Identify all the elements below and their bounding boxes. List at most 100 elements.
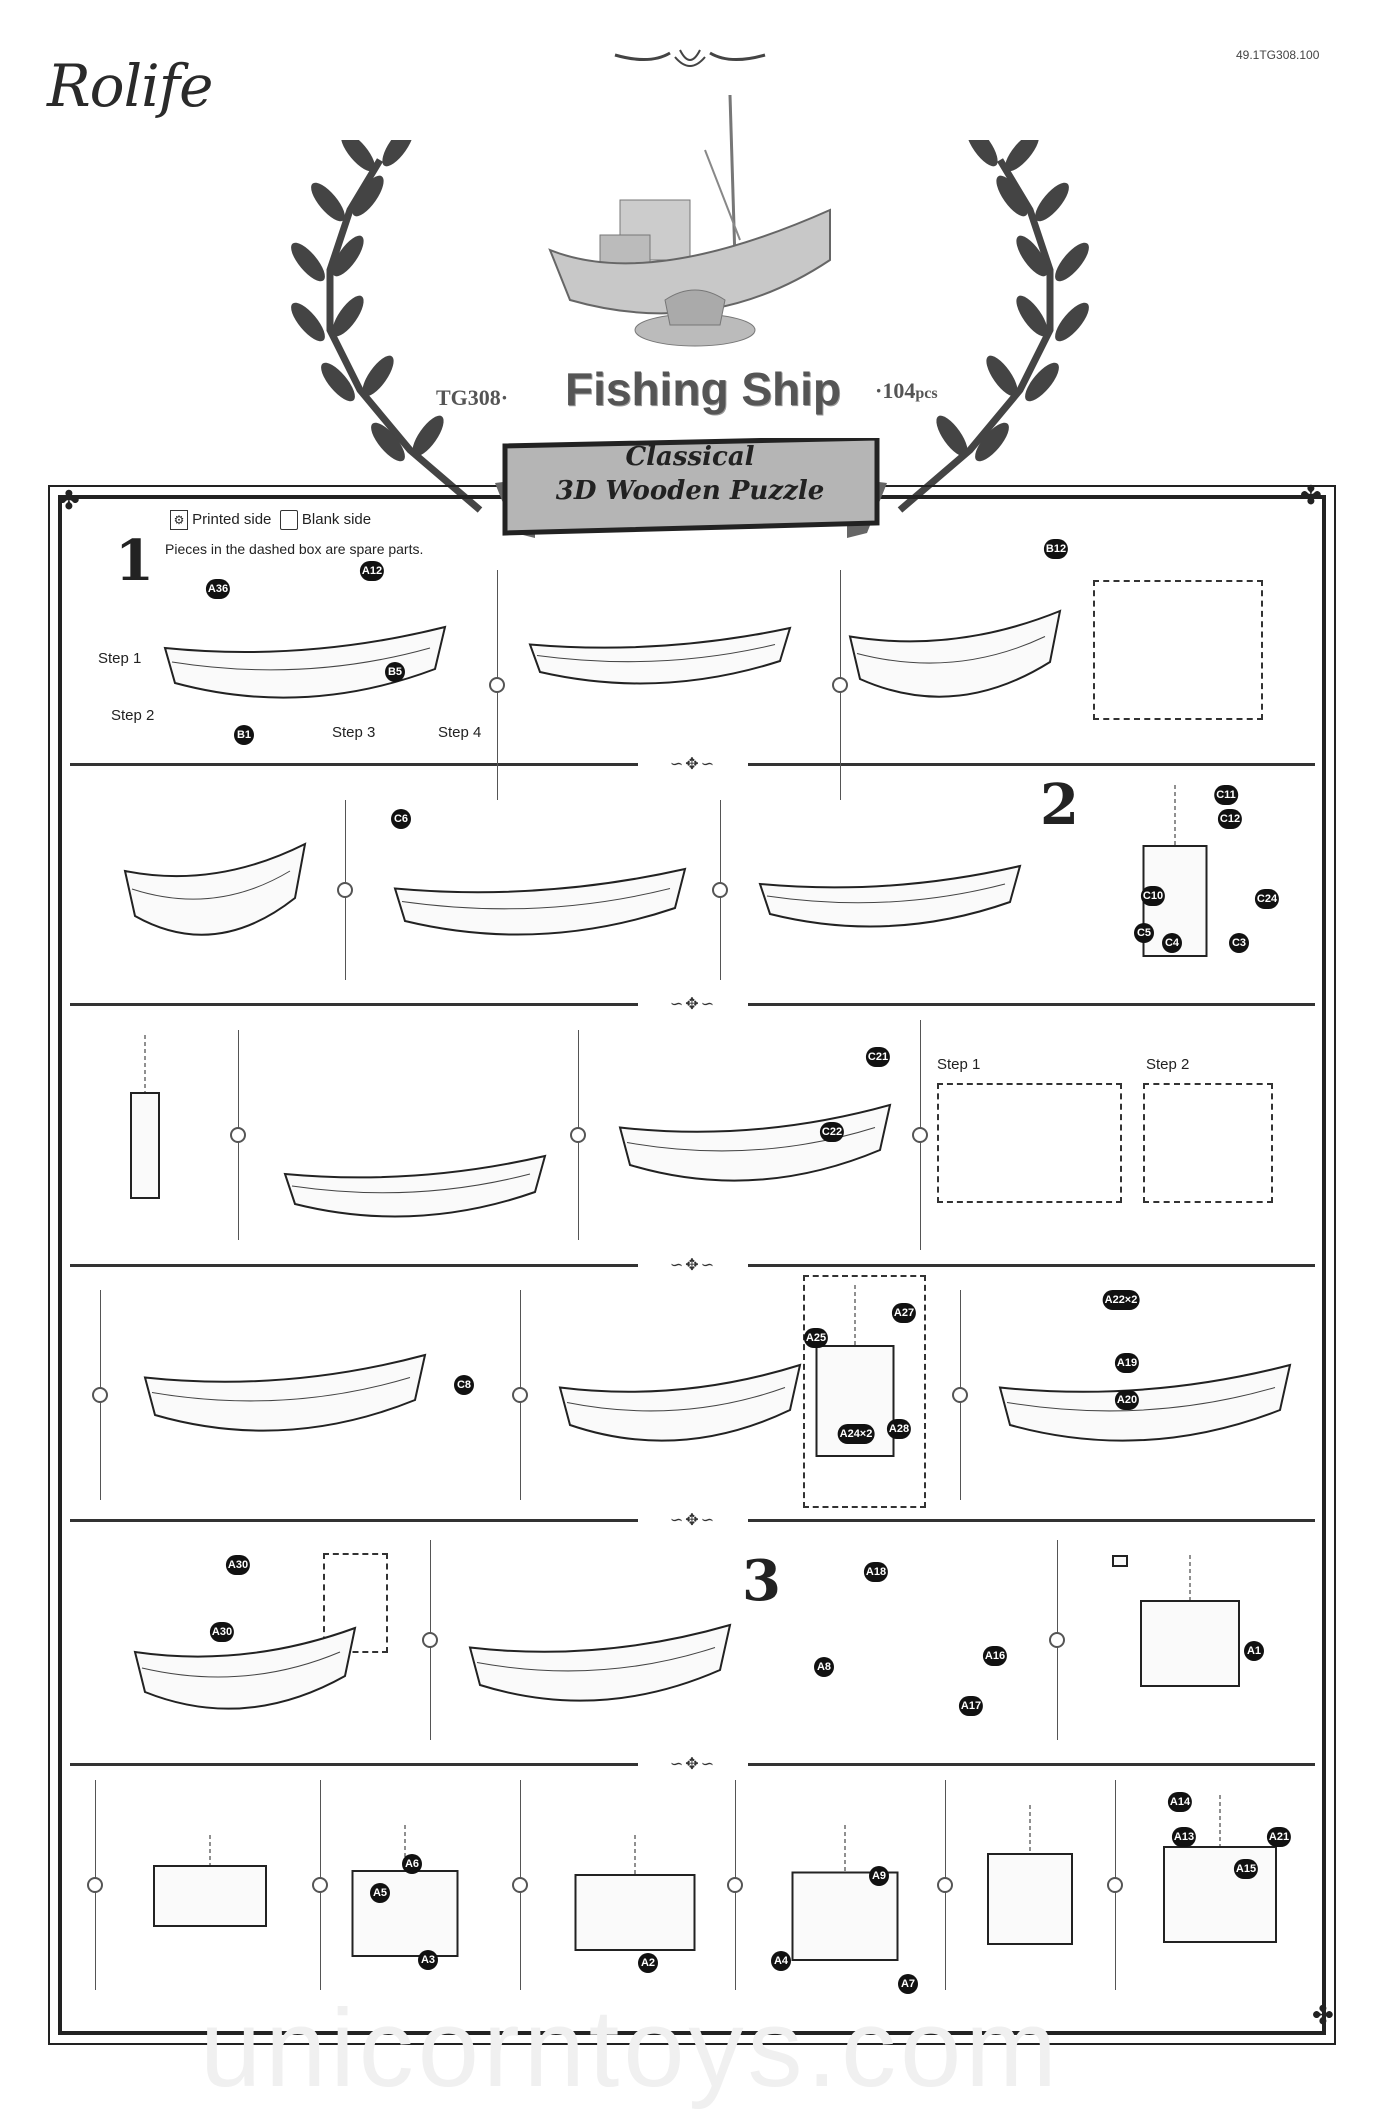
piece-count: ·104pcs <box>875 378 938 404</box>
printed-side-label: Printed side <box>192 510 272 528</box>
divider-ornament-icon: ∽✥∽ <box>638 1257 748 1275</box>
divider-ornament-icon <box>230 1127 246 1143</box>
divider-ornament-icon <box>712 882 728 898</box>
assembly-illustration <box>163 625 447 699</box>
assembly-illustration <box>133 1626 357 1710</box>
part-label: A16 <box>982 1646 1008 1666</box>
banner-line-1: Classical <box>625 442 755 472</box>
divider-ornament-icon: ∽✥∽ <box>638 1512 748 1530</box>
part-illustration <box>1163 1795 1277 1943</box>
part-label: C4 <box>1162 933 1182 953</box>
part-label: C8 <box>454 1375 474 1395</box>
divider-ornament-icon <box>512 1387 528 1403</box>
part-label: A19 <box>1114 1353 1140 1373</box>
part-label: C21 <box>865 1047 891 1067</box>
part-label: A3 <box>418 1950 438 1970</box>
part-label: C6 <box>391 809 411 829</box>
part-label: A20 <box>1114 1390 1140 1410</box>
divider-ornament-icon <box>912 1127 928 1143</box>
assembly-illustration <box>283 1154 547 1218</box>
step-3-label: Step 3 <box>332 724 376 741</box>
piece-count-unit: pcs <box>915 385 938 402</box>
part-label: A7 <box>898 1974 918 1994</box>
part-label: C3 <box>1229 933 1249 953</box>
part-label: A12 <box>359 561 385 581</box>
part-illustration <box>130 1035 160 1199</box>
part-label: A25 <box>803 1328 829 1348</box>
detail-step-1-label: Step 1 <box>937 1056 981 1073</box>
banner-line-2: 3D Wooden Puzzle <box>555 476 825 506</box>
detail-step-2-label: Step 2 <box>1146 1056 1190 1073</box>
assembly-illustration <box>143 1353 427 1432</box>
part-label: C24 <box>1254 889 1280 909</box>
divider-ornament-icon <box>1049 1632 1065 1648</box>
part-label: A13 <box>1171 1827 1197 1847</box>
title-banner <box>495 438 887 538</box>
assembly-illustration <box>468 1623 732 1702</box>
divider-ornament-icon <box>952 1387 968 1403</box>
part-label: C10 <box>1140 886 1166 906</box>
assembly-illustration <box>758 864 1022 928</box>
part-illustration <box>351 1825 459 1957</box>
part-label: C12 <box>1217 809 1243 829</box>
part-illustration <box>791 1825 899 1961</box>
side-legend: ⚙ Printed side Blank side <box>170 510 371 530</box>
part-label: A6 <box>402 1854 422 1874</box>
divider-ornament-icon <box>489 677 505 693</box>
part-label: A2 <box>638 1953 658 1973</box>
part-illustration <box>987 1805 1073 1945</box>
assembly-illustration <box>848 609 1062 698</box>
detail-inset <box>1143 1083 1273 1203</box>
divider-ornament-icon <box>92 1387 108 1403</box>
corner-ornament-icon: ✤ <box>1300 480 1322 510</box>
part-label: A8 <box>814 1657 834 1677</box>
part-label: A15 <box>1233 1859 1259 1879</box>
part-label: A24×2 <box>837 1424 875 1444</box>
part-label: A27 <box>891 1303 917 1323</box>
blank-side-label: Blank side <box>301 510 372 528</box>
divider-ornament-icon: ∽✥∽ <box>638 996 748 1014</box>
detail-inset <box>1093 580 1263 720</box>
watermark: unicorntoys.com <box>200 1987 1061 2110</box>
part-label: C22 <box>819 1122 845 1142</box>
assembly-illustration <box>123 842 307 936</box>
spare-parts-note: Pieces in the dashed box are spare parts… <box>165 541 424 557</box>
part-label: B5 <box>385 662 405 682</box>
spare-parts-box <box>803 1275 926 1508</box>
divider-ornament-icon <box>727 1877 743 1893</box>
top-ornament <box>614 49 766 67</box>
divider-ornament-icon: ∽✥∽ <box>638 1756 748 1774</box>
laurel-wreath <box>291 140 1089 513</box>
step-number-1: 1 <box>115 528 154 594</box>
product-title: Fishing Ship <box>565 363 841 415</box>
divider-ornament-icon <box>512 1877 528 1893</box>
assembly-illustration <box>618 1103 892 1182</box>
assembly-illustration <box>393 867 687 936</box>
part-label: A4 <box>771 1951 791 1971</box>
step-1-label: Step 1 <box>98 650 142 667</box>
part-label: A5 <box>370 1883 390 1903</box>
divider-ornament-icon <box>337 882 353 898</box>
part-illustration <box>1140 1555 1240 1687</box>
divider-ornament-icon <box>570 1127 586 1143</box>
step-number-3: 3 <box>742 1548 781 1614</box>
part-label: A36 <box>205 579 231 599</box>
detail-inset <box>323 1553 388 1653</box>
printed-side-icon: ⚙ <box>170 510 188 530</box>
product-code: 49.1TG308.100 <box>1236 48 1320 62</box>
divider-ornament-icon <box>832 677 848 693</box>
ship-hero-image <box>548 94 831 347</box>
divider-ornament-icon: ∽✥∽ <box>638 756 748 774</box>
part-label: C5 <box>1134 923 1154 943</box>
part-label: C11 <box>1214 785 1238 805</box>
piece-count-value: ·104 <box>875 378 916 403</box>
step-4-label: Step 4 <box>438 724 482 741</box>
part-illustration <box>574 1835 696 1951</box>
divider-ornament-icon <box>312 1877 328 1893</box>
part-illustration <box>153 1835 267 1927</box>
model-number: TG308· <box>436 385 509 410</box>
part-label: A22×2 <box>1102 1290 1140 1310</box>
part-label: A17 <box>958 1696 984 1716</box>
part-label: A30 <box>209 1622 235 1642</box>
part-label: B12 <box>1043 539 1069 559</box>
